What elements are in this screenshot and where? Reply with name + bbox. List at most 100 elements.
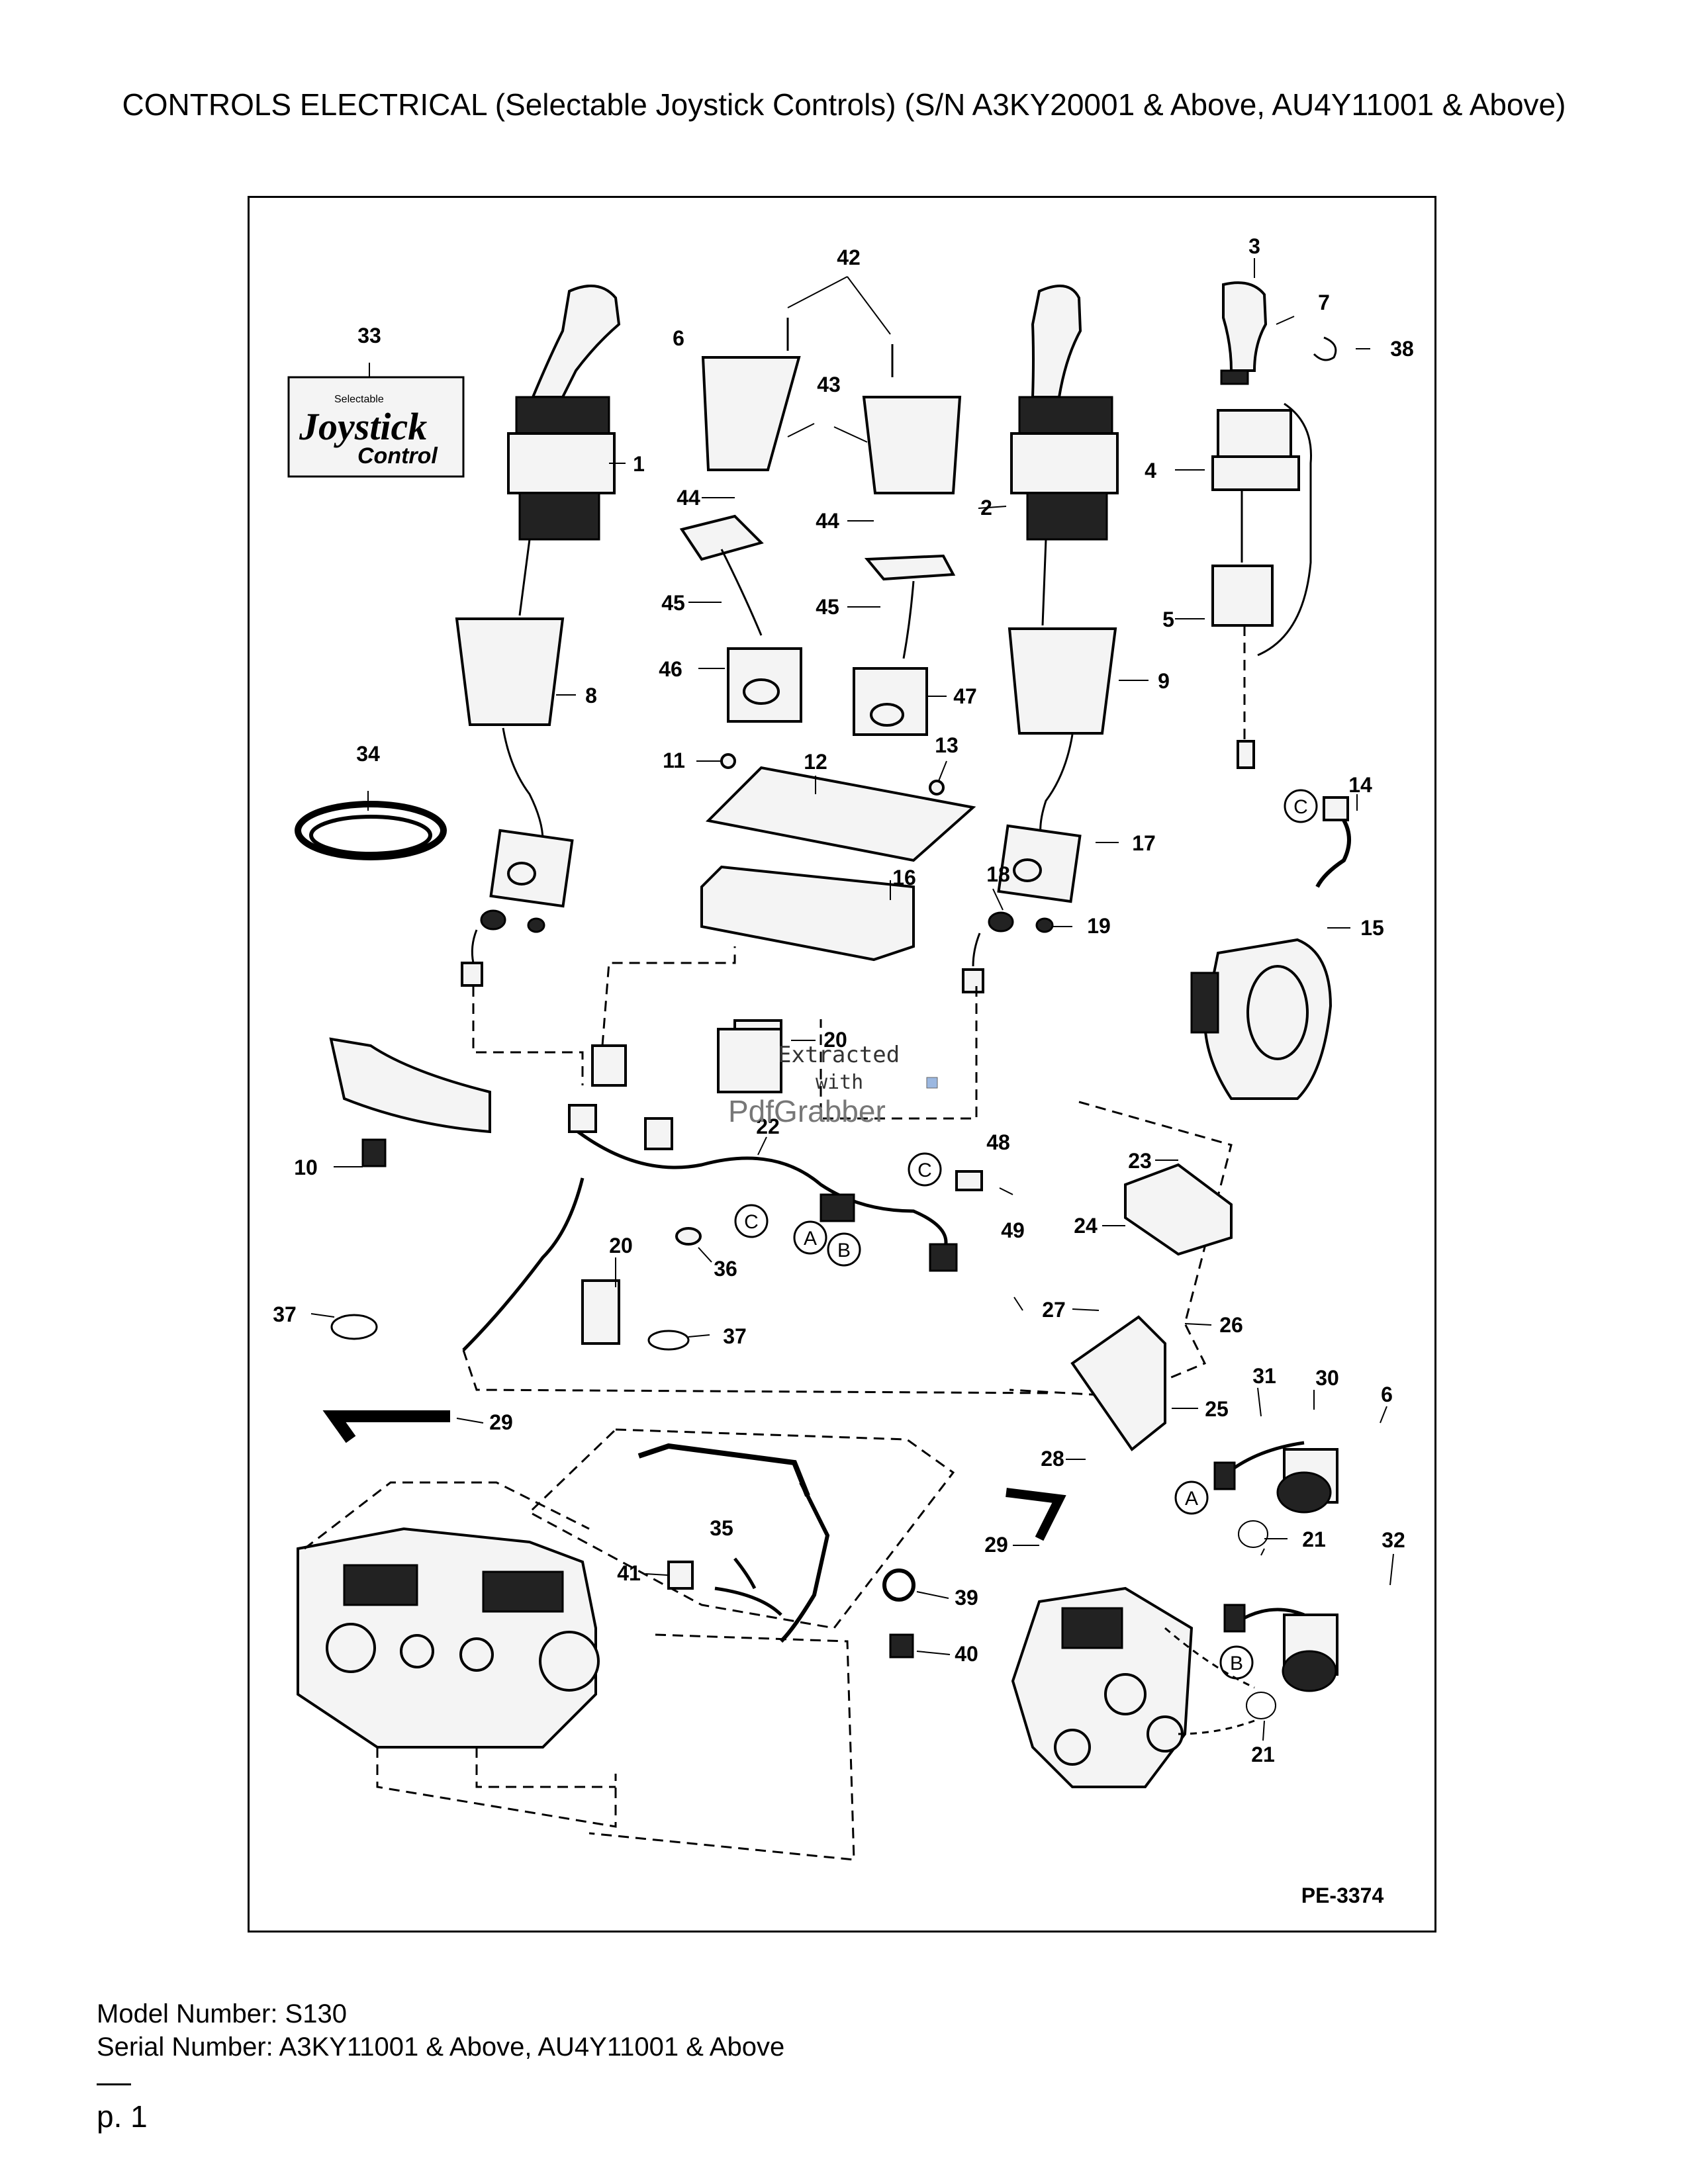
callout-28: 28 — [1041, 1447, 1064, 1471]
callout-20: 20 — [823, 1028, 847, 1052]
callout-30: 30 — [1315, 1366, 1339, 1390]
callout-11: 11 — [663, 749, 685, 772]
watermark-logo-icon — [926, 1077, 938, 1089]
callout-44: 44 — [816, 509, 839, 533]
connector-labels: C C C A B A B — [734, 789, 1318, 1680]
callout-40: 40 — [955, 1642, 978, 1666]
solenoid-a — [1213, 1441, 1338, 1514]
callout-48: 48 — [986, 1130, 1010, 1154]
callout-44: 44 — [677, 486, 700, 510]
page-title: CONTROLS ELECTRICAL (Selectable Joystick… — [122, 87, 1566, 122]
solenoid-b — [1223, 1604, 1338, 1692]
controller-panel — [700, 766, 976, 962]
footer-divider — [97, 2083, 131, 2085]
watermark-line2: with — [816, 1071, 863, 1094]
callout-38: 38 — [1390, 337, 1414, 361]
wiring-harness — [462, 946, 1233, 1398]
watermark: Extracted with PdfGrabber — [728, 1042, 938, 1128]
callout-32: 32 — [1382, 1528, 1405, 1552]
callout-29: 29 — [489, 1410, 513, 1434]
callout-37: 37 — [723, 1324, 747, 1348]
callout-15: 15 — [1360, 916, 1384, 940]
hose-clamps — [667, 1561, 915, 1659]
callout-4: 4 — [1145, 459, 1156, 482]
callout-31: 31 — [1252, 1364, 1276, 1388]
callout-7: 7 — [1318, 291, 1330, 314]
serial-number: Serial Number: A3KY11001 & Above, AU4Y11… — [97, 2032, 785, 2062]
callout-33: 33 — [357, 324, 381, 347]
pedestal-covers — [679, 318, 962, 736]
watermark-line1: Extracted — [778, 1042, 900, 1068]
mounting-plate — [1070, 1163, 1233, 1451]
callout-26: 26 — [1219, 1313, 1243, 1337]
callout-41: 41 — [617, 1561, 641, 1585]
drawing-code: PE-3374 — [1301, 1884, 1384, 1907]
callout-49: 49 — [1001, 1218, 1025, 1242]
callout-34: 34 — [356, 742, 380, 766]
callout-29: 29 — [984, 1533, 1008, 1557]
joystick-grip-and-switch — [1211, 281, 1337, 769]
callout-2: 2 — [980, 496, 992, 520]
callout-14: 14 — [1348, 773, 1372, 797]
callout-9: 9 — [1158, 669, 1170, 693]
callout-1: 1 — [633, 452, 645, 476]
callout-37: 37 — [273, 1302, 297, 1326]
left-joystick-assembly — [455, 285, 621, 987]
connector-c-label: C — [744, 1211, 759, 1233]
callout-19: 19 — [1087, 914, 1111, 938]
connector-a-label: A — [804, 1228, 817, 1250]
page-number: p. 1 — [97, 2099, 148, 2134]
model-number: Model Number: S130 — [97, 1999, 347, 2028]
callout-16: 16 — [892, 866, 916, 889]
callout-24: 24 — [1074, 1214, 1098, 1238]
callout-27: 27 — [1042, 1298, 1066, 1322]
right-joystick-assembly — [962, 285, 1119, 993]
callout-36: 36 — [714, 1257, 737, 1281]
callout-6: 6 — [673, 326, 684, 350]
watermark-brand: PdfGrabber — [728, 1094, 886, 1128]
decal-top-text: Selectable — [334, 394, 384, 405]
leader-lines — [310, 258, 1394, 1741]
callout-47: 47 — [953, 684, 977, 708]
callouts: 33 6 1 42 43 44 44 45 45 46 47 2 3 7 38 … — [273, 234, 1414, 1907]
callout-13: 13 — [935, 733, 959, 757]
callout-8: 8 — [585, 684, 597, 707]
callout-10: 10 — [294, 1156, 318, 1179]
callout-17: 17 — [1132, 831, 1156, 855]
callout-20: 20 — [609, 1234, 633, 1257]
callout-43: 43 — [817, 373, 841, 396]
callout-5: 5 — [1162, 608, 1174, 631]
mounting-bracket — [329, 1037, 491, 1134]
callout-46: 46 — [659, 657, 682, 681]
callout-39: 39 — [955, 1586, 978, 1610]
parts-diagram-frame — [248, 196, 1436, 1933]
cable-coil — [295, 801, 447, 860]
speed-sensor — [1190, 796, 1351, 1100]
valve-harness — [528, 1428, 955, 1643]
callout-12: 12 — [804, 750, 827, 774]
connector-c-label: C — [1293, 796, 1308, 818]
callout-6: 6 — [1381, 1383, 1393, 1406]
callout-21: 21 — [1251, 1743, 1275, 1766]
connector-b-label: B — [1230, 1653, 1243, 1674]
callout-42: 42 — [837, 246, 861, 269]
callout-35: 35 — [710, 1516, 733, 1540]
decal-sub-text: Control — [357, 443, 438, 469]
fasteners — [330, 753, 983, 1351]
hydrostatic-pump — [297, 1481, 855, 1861]
joystick-decal: Selectable Joystick Control — [287, 376, 465, 478]
allen-wrenches — [322, 1410, 1066, 1541]
callout-3: 3 — [1248, 234, 1260, 258]
callout-25: 25 — [1205, 1397, 1229, 1421]
connector-b-label: B — [837, 1240, 851, 1261]
connector-a-label: A — [1185, 1488, 1198, 1510]
callout-23: 23 — [1128, 1149, 1152, 1173]
callout-45: 45 — [816, 595, 839, 619]
callout-18: 18 — [986, 862, 1010, 886]
callout-45: 45 — [661, 591, 685, 615]
loader-valve — [1011, 1586, 1255, 1788]
decal-main-text: Joystick — [299, 405, 427, 448]
connector-c-label: C — [917, 1160, 932, 1181]
callout-22: 22 — [756, 1115, 780, 1138]
